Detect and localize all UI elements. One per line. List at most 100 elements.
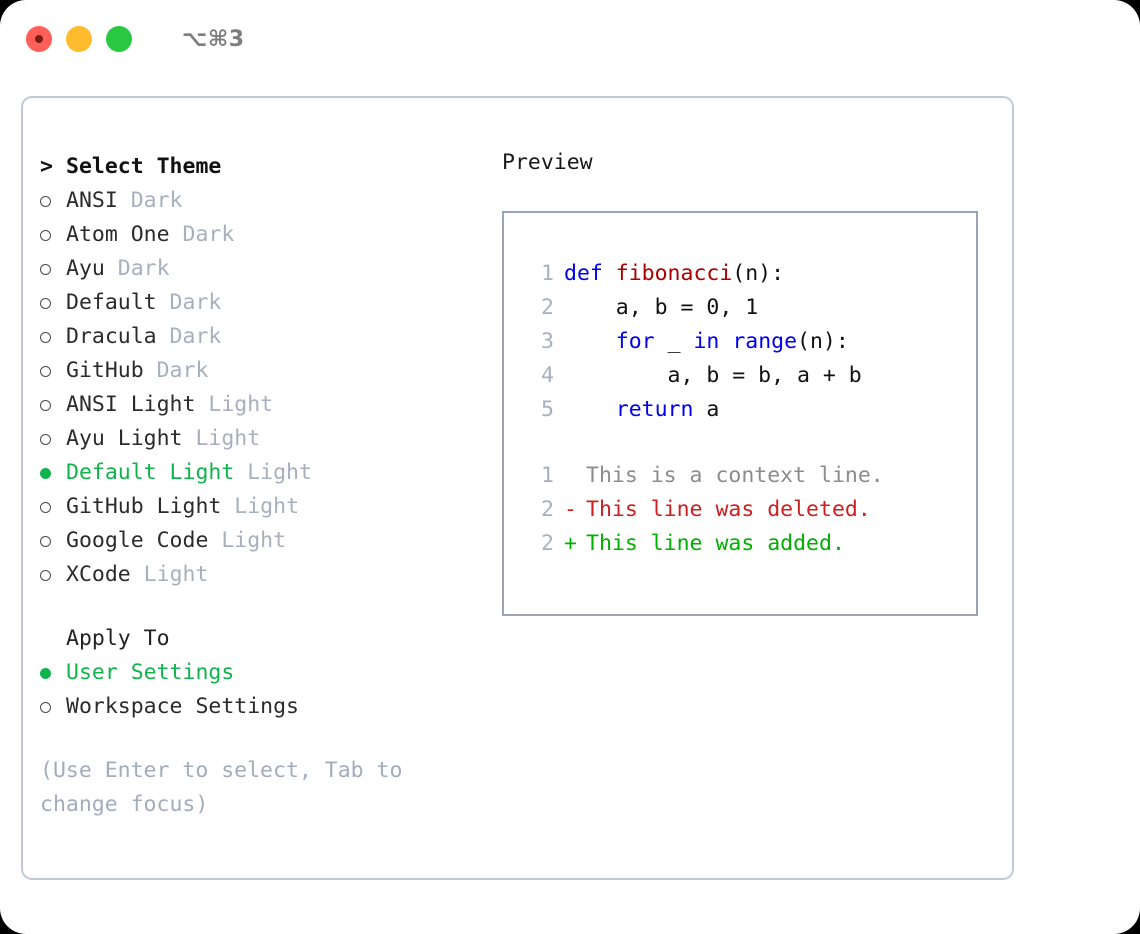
apply-to-label: User Settings — [66, 660, 235, 685]
radio-unselected-icon[interactable] — [40, 297, 66, 309]
code-line: 2 a, b = 0, 1 — [522, 291, 976, 325]
preview-title: Preview — [502, 150, 593, 175]
diff-text: This line was deleted. — [586, 497, 871, 522]
keyboard-shortcut-label: ⌥⌘3 — [182, 26, 245, 52]
code-token: a — [693, 397, 720, 422]
code-text: def fibonacci(n): — [564, 257, 784, 291]
line-number: 4 — [541, 363, 554, 388]
theme-category-badge: Dark — [169, 222, 235, 247]
theme-list-item[interactable]: ANSI Light Light — [40, 388, 480, 422]
code-line: 4 a, b = b, a + b — [522, 359, 976, 393]
theme-list-item[interactable]: GitHub Light Light — [40, 490, 480, 524]
apply-to-option[interactable]: Workspace Settings — [40, 690, 480, 724]
theme-name: Ayu Light — [66, 426, 183, 451]
line-number: 1 — [541, 261, 554, 286]
window-maximize-button[interactable] — [106, 26, 132, 52]
theme-name: Google Code — [66, 528, 209, 553]
apply-to-title: Apply To — [66, 626, 170, 651]
radio-unselected-icon[interactable] — [40, 229, 66, 241]
line-number: 1 — [541, 463, 554, 488]
theme-name: XCode — [66, 562, 131, 587]
theme-category-badge: Dark — [143, 358, 209, 383]
radio-unselected-icon[interactable] — [40, 535, 66, 547]
radio-unselected-icon[interactable] — [40, 331, 66, 343]
radio-selected-icon[interactable] — [40, 467, 66, 479]
theme-category-badge: Dark — [156, 290, 222, 315]
theme-name: Default — [66, 290, 157, 315]
theme-list-item[interactable]: Dracula Dark — [40, 320, 480, 354]
code-token: a, b = b, a + b — [564, 363, 862, 388]
radio-selected-icon[interactable] — [40, 667, 66, 679]
code-line: 1 def fibonacci(n): — [522, 257, 976, 291]
theme-list-item[interactable]: XCode Light — [40, 558, 480, 592]
code-token: return — [615, 397, 694, 422]
apply-to-option[interactable]: User Settings — [40, 656, 480, 690]
code-token: for — [615, 329, 655, 354]
theme-name: Ayu — [66, 256, 105, 281]
radio-unselected-icon[interactable] — [40, 501, 66, 513]
caret-icon: > — [40, 154, 53, 179]
theme-name: ANSI — [66, 188, 118, 213]
code-token: range — [732, 329, 798, 354]
apply-to-header: Apply To — [40, 622, 480, 656]
theme-name: Dracula — [66, 324, 157, 349]
theme-list-item[interactable]: Default Dark — [40, 286, 480, 320]
line-number: 3 — [541, 329, 554, 354]
theme-list-item[interactable]: ANSI Dark — [40, 184, 480, 218]
code-line: 3 for _ in range(n): — [522, 325, 976, 359]
theme-list-item[interactable]: Ayu Light Light — [40, 422, 480, 456]
radio-unselected-icon[interactable] — [40, 195, 66, 207]
diff-sign: + — [564, 531, 577, 556]
theme-name: GitHub — [66, 358, 144, 383]
preview-gap — [522, 427, 976, 459]
diff-line: 2-This line was deleted. — [522, 493, 976, 527]
theme-list-item[interactable]: Ayu Dark — [40, 252, 480, 286]
diff-line: 2+This line was added. — [522, 527, 976, 561]
code-token — [564, 329, 616, 354]
radio-unselected-icon[interactable] — [40, 263, 66, 275]
code-token: fibonacci — [615, 261, 733, 286]
theme-category-badge: Light — [221, 494, 300, 519]
radio-unselected-icon[interactable] — [40, 433, 66, 445]
code-text: for _ in range(n): — [564, 325, 849, 359]
code-token: def — [564, 261, 616, 286]
code-token: a, b = 0, 1 — [564, 295, 759, 320]
code-token: _ — [654, 329, 694, 354]
window-minimize-button[interactable] — [66, 26, 92, 52]
theme-category-badge: Light — [182, 426, 261, 451]
line-number: 2 — [541, 497, 554, 522]
code-text: return a — [564, 393, 720, 427]
diff-sign: - — [564, 497, 577, 522]
theme-name: Atom One — [66, 222, 170, 247]
diff-sample: 1 This is a context line.2-This line was… — [522, 459, 976, 561]
code-token — [719, 329, 732, 354]
line-number: 5 — [541, 397, 554, 422]
select-theme-header: > Select Theme — [40, 150, 480, 184]
code-text: a, b = b, a + b — [564, 359, 862, 393]
radio-unselected-icon[interactable] — [40, 701, 66, 713]
radio-unselected-icon[interactable] — [40, 365, 66, 377]
theme-category-badge: Light — [234, 460, 312, 485]
theme-category-badge: Light — [195, 392, 274, 417]
theme-list-item[interactable]: Atom One Dark — [40, 218, 480, 252]
theme-category-badge: Dark — [156, 324, 222, 349]
theme-category-badge: Dark — [117, 188, 183, 213]
radio-unselected-icon[interactable] — [40, 399, 66, 411]
theme-list-item[interactable]: Default Light Light — [40, 456, 480, 490]
radio-unselected-icon[interactable] — [40, 569, 66, 581]
select-theme-title: Select Theme — [66, 154, 222, 179]
theme-list-item[interactable]: Google Code Light — [40, 524, 480, 558]
theme-category-badge: Light — [208, 528, 287, 553]
code-line: 5 return a — [522, 393, 976, 427]
theme-category-badge: Light — [130, 562, 209, 587]
close-icon — [35, 35, 43, 43]
window-close-button[interactable] — [26, 26, 52, 52]
theme-name: GitHub Light — [66, 494, 222, 519]
code-text: a, b = 0, 1 — [564, 291, 758, 325]
theme-list-item[interactable]: GitHub Dark — [40, 354, 480, 388]
